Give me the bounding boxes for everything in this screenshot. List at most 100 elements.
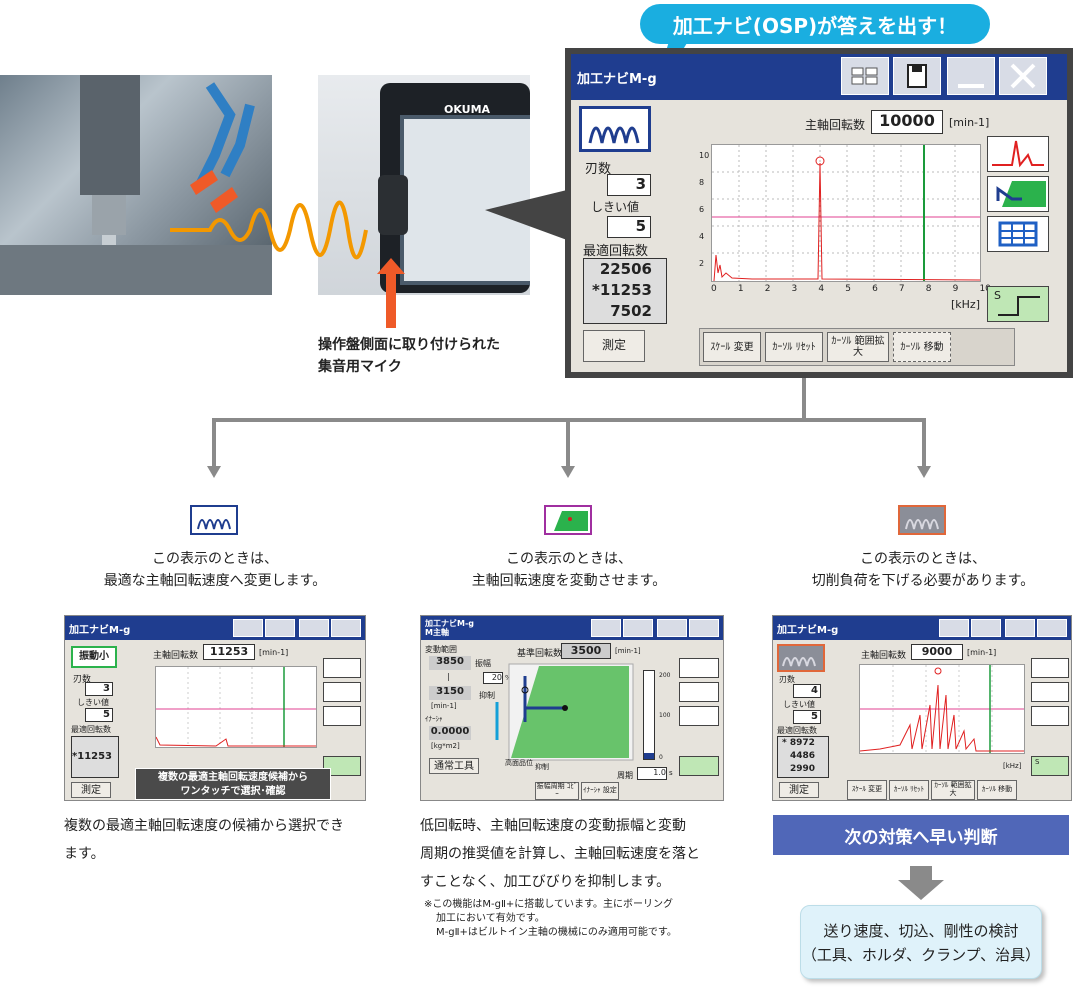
panel3-save-button[interactable] <box>971 619 1001 637</box>
branch3-caption-line2: 切削負荷を下げる必要があります。 <box>811 573 1035 589</box>
panel2-minimize-button[interactable] <box>657 619 687 637</box>
panel2-window: 加工ナビM-g M主軸 変動範囲 3850 | 3150 [min-1] 振幅 … <box>420 615 724 801</box>
panel1-spindle-unit: [min-1] <box>259 648 289 657</box>
panel2-layout-button[interactable] <box>591 619 621 637</box>
y-tick: 6 <box>699 205 705 214</box>
panel1-measure-button[interactable]: 測定 <box>71 782 111 798</box>
panel3-minimize-button[interactable] <box>1005 619 1035 637</box>
panel1-variation-button[interactable] <box>323 682 361 702</box>
panel2-bar-tick: 0 <box>659 754 663 761</box>
panel3-s-button[interactable]: S <box>1031 756 1069 776</box>
panel2-period-label: 周期 <box>617 771 633 780</box>
panel2-amp-input[interactable]: 20 <box>483 672 503 684</box>
panel1-plot <box>155 666 317 748</box>
panel3-spindle-label: 主軸回転数 <box>861 651 907 661</box>
threshold-input[interactable]: 5 <box>607 216 651 238</box>
x-tick: 8 <box>925 284 932 294</box>
layout-button[interactable] <box>841 57 889 95</box>
panel2-close-button[interactable] <box>689 619 719 637</box>
panel1-spindle-label: 主軸回転数 <box>153 651 199 661</box>
panel1-layout-button[interactable] <box>233 619 263 637</box>
panel2-spectrum-button[interactable] <box>679 658 719 678</box>
panel1-spectrum-button[interactable] <box>323 658 361 678</box>
panel2-copy-button[interactable]: 振幅周期 ｺﾋﾟｰ <box>535 782 579 800</box>
x-tick: 1 <box>737 284 744 294</box>
panel3-measure-button[interactable]: 測定 <box>779 782 819 798</box>
panel3-cursor-range-button[interactable]: ｶｰｿﾙ 範囲拡大 <box>931 780 975 800</box>
scale-change-button[interactable]: ｽｹｰﾙ 変更 <box>703 332 761 362</box>
panel3-table-button[interactable] <box>1031 706 1069 726</box>
panel3-x-unit: [kHz] <box>1003 762 1022 770</box>
mic-caption: 操作盤側面に取り付けられた 集音用マイク <box>318 334 500 378</box>
panel2-inertia-button[interactable]: ｲﾅｰｼｬ 設定 <box>581 782 619 800</box>
measure-button[interactable]: 測定 <box>583 330 645 362</box>
panel1-s-button[interactable] <box>323 756 361 776</box>
x-tick: 10 <box>979 284 991 294</box>
panel2-description-line2: 周期の推奨値を計算し、主軸回転速度を落と <box>420 846 700 862</box>
panel3-optimal-list[interactable]: * 8972 4486 2990 <box>777 736 829 778</box>
optimal-value-3[interactable]: 7502 <box>610 302 652 320</box>
panel2-wave-s-button[interactable] <box>679 756 719 776</box>
close-icon <box>1010 63 1036 89</box>
panel2-tool-button[interactable]: 通常工具 <box>429 758 479 774</box>
panel1-close-button[interactable] <box>331 619 361 637</box>
optimal-list[interactable]: 22506 *11253 7502 <box>583 258 667 324</box>
branch2-variation-icon <box>544 505 592 535</box>
panel3-scale-button[interactable]: ｽｹｰﾙ 変更 <box>847 780 887 800</box>
spectrum-view-button[interactable] <box>987 136 1049 172</box>
panel3-layout-button[interactable] <box>939 619 969 637</box>
panel2-suppress-label: 抑制 <box>479 691 495 700</box>
panel3-cursor-reset-button[interactable]: ｶｰｿﾙ ﾘｾｯﾄ <box>889 780 929 800</box>
save-button[interactable] <box>893 57 941 95</box>
panel1-table-button[interactable] <box>323 706 361 726</box>
panel3-optimal-value-1[interactable]: * 8972 <box>782 738 815 748</box>
minimize-icon <box>958 84 984 88</box>
s-button[interactable]: S <box>987 286 1049 322</box>
x-tick: 9 <box>952 284 959 294</box>
panel3-titlebar: 加工ナビM-g <box>773 616 1071 640</box>
panel3-optimal-value-3[interactable]: 2990 <box>790 764 816 774</box>
panel1-optimal-list[interactable]: *11253 <box>71 736 119 778</box>
status-icon-wave[interactable] <box>579 106 651 152</box>
x-tick: 6 <box>872 284 878 294</box>
optimal-value-2[interactable]: *11253 <box>591 281 652 299</box>
y-ticks: 10 8 6 4 2 <box>699 142 709 277</box>
optimal-value-1[interactable]: 22506 <box>599 260 652 278</box>
panel2-save-button[interactable] <box>623 619 653 637</box>
panel1-minimize-button[interactable] <box>299 619 329 637</box>
panel3-optimal-value-2[interactable]: 4486 <box>790 751 816 761</box>
panel1-titlebar: 加工ナビM-g <box>65 616 365 640</box>
table-icon <box>998 221 1038 247</box>
panel2-range-sep: | <box>447 672 450 681</box>
panel2-description-line1: 低回転時、主軸回転速度の変動振幅と変動 <box>420 818 686 834</box>
panel1-save-button[interactable] <box>265 619 295 637</box>
panel2-table-button[interactable] <box>679 706 719 726</box>
panel1-description-line1: 複数の最適主軸回転速度の候補から選択でき <box>64 818 344 834</box>
minimize-button[interactable] <box>947 57 995 95</box>
panel2-variation-button[interactable] <box>679 682 719 702</box>
teeth-input[interactable]: 3 <box>607 174 651 196</box>
panel1-tooltip-line1: 複数の最適主軸回転速度候補から <box>158 772 308 783</box>
panel1-threshold-input[interactable]: 5 <box>85 708 113 722</box>
panel3-cursor-move-button[interactable]: ｶｰｿﾙ 移動 <box>977 780 1017 800</box>
cursor-move-button[interactable]: ｶｰｿﾙ 移動 <box>893 332 951 362</box>
close-button[interactable] <box>999 57 1047 95</box>
spindle-variation-button[interactable] <box>987 176 1049 212</box>
table-view-button[interactable] <box>987 216 1049 252</box>
cursor-range-button[interactable]: ｶｰｿﾙ 範囲拡大 <box>827 332 889 362</box>
panel2-inertia-label: ｲﾅｰｼｬ <box>425 715 443 723</box>
panel3-teeth-input[interactable]: 4 <box>793 684 821 698</box>
step-icon <box>998 296 1040 316</box>
panel3-status-icon[interactable] <box>777 644 825 672</box>
panel2-period-input[interactable]: 1.0 <box>637 767 667 780</box>
panel3-close-button[interactable] <box>1037 619 1067 637</box>
panel3-spectrum-button[interactable] <box>1031 658 1069 678</box>
panel1-teeth-input[interactable]: 3 <box>85 682 113 696</box>
panel3-variation-button[interactable] <box>1031 682 1069 702</box>
main-titlebar: 加工ナビM-g <box>571 54 1067 100</box>
cursor-reset-button[interactable]: ｶｰｿﾙ ﾘｾｯﾄ <box>765 332 823 362</box>
panel2-range-unit: [min-1] <box>431 702 457 710</box>
y-tick: 10 <box>699 151 710 160</box>
okuma-logo: OKUMA <box>444 103 491 116</box>
panel3-threshold-input[interactable]: 5 <box>793 710 821 724</box>
